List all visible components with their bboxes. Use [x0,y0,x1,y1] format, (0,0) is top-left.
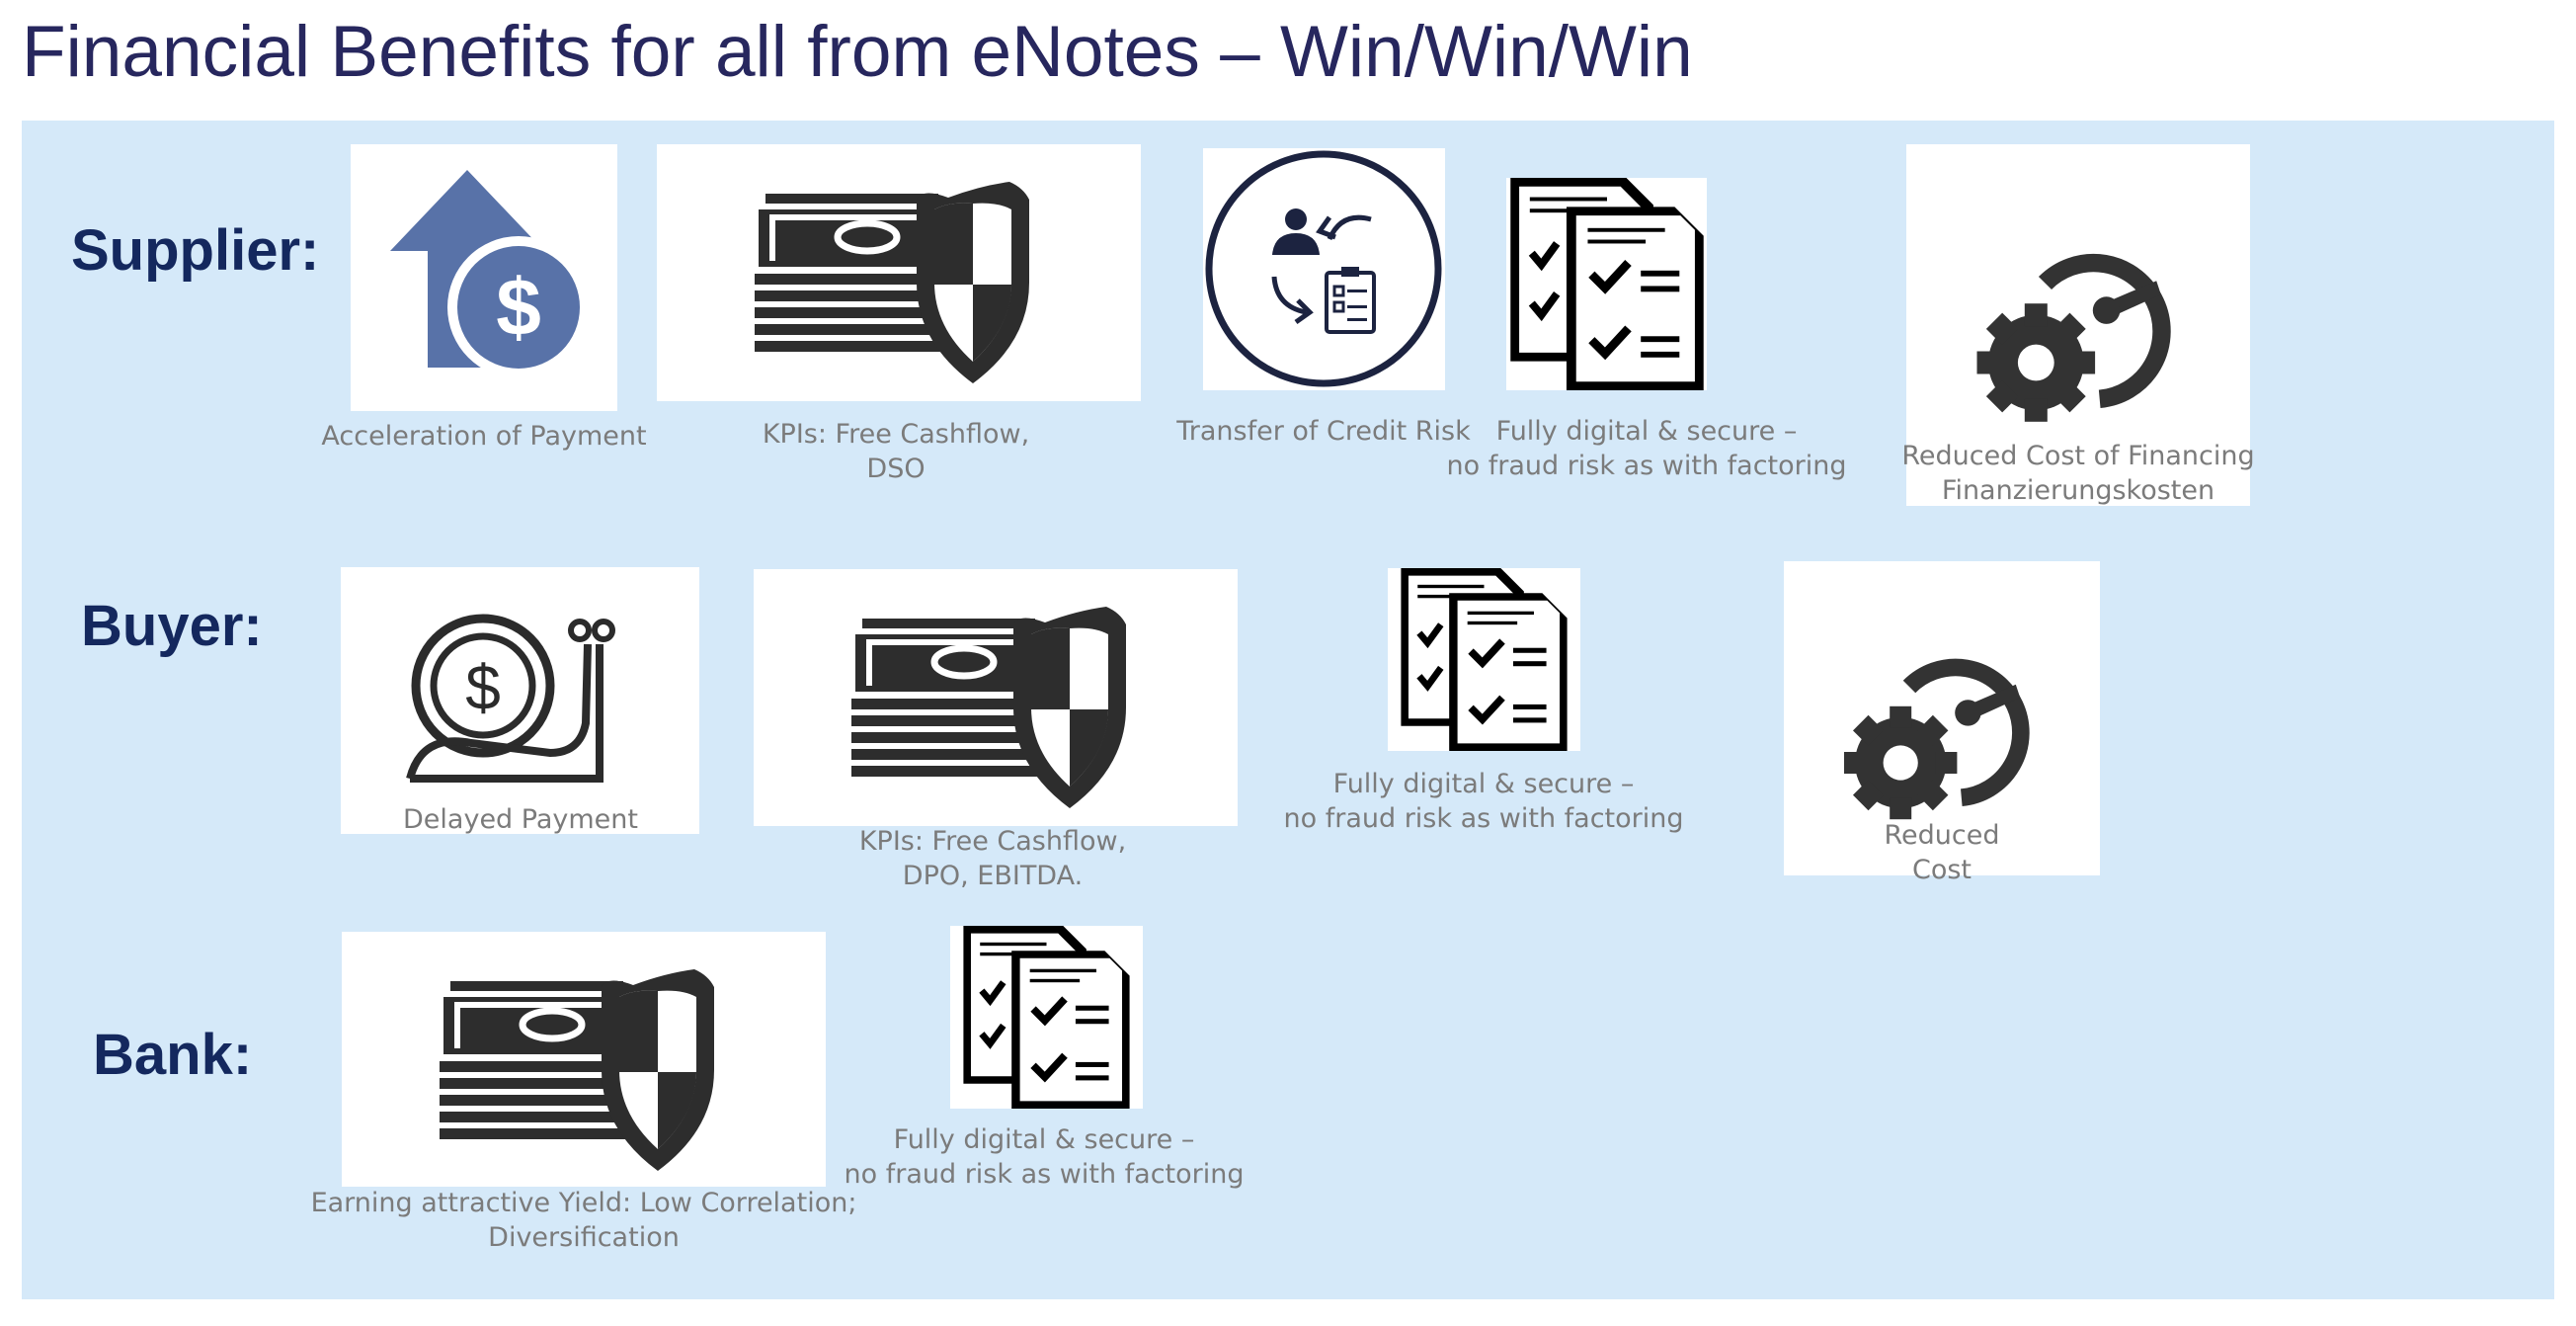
tile-fully-digital-buyer [1388,568,1580,751]
row-label-buyer: Buyer: [81,594,263,658]
svg-text:$: $ [496,263,541,353]
caption-delayed-payment: Delayed Payment [403,804,638,835]
svg-text:$: $ [465,652,501,723]
tile-reduced-cost-of-financing [1906,144,2250,506]
tile-kpis-supplier [657,144,1141,401]
cash-shield-icon [847,599,1144,816]
checked-documents-icon [1388,568,1580,751]
row-label-supplier: Supplier: [71,218,320,283]
tile-transfer-of-credit-risk [1203,148,1445,390]
caption-reduced-cost-of-financing: Reduced Cost of Financing Finanzierungsk… [1901,441,2255,506]
tile-fully-digital-supplier [1506,178,1707,390]
tile-fully-digital-bank [950,926,1143,1109]
caption-fully-digital-bank: Fully digital & secure – no fraud risk a… [844,1124,1245,1190]
snail-coin-icon: $ [406,614,615,783]
caption-kpis-supplier: KPIs: Free Cashflow, DSO [762,419,1030,484]
caption-earning-yield: Earning attractive Yield: Low Correlatio… [310,1188,857,1253]
row-label-bank: Bank: [93,1023,253,1087]
caption-transfer-of-credit-risk: Transfer of Credit Risk [1176,416,1471,447]
payment-acceleration-icon: $ [390,170,590,378]
tile-acceleration-of-payment: $ [351,144,617,411]
credit-risk-transfer-icon [1205,150,1442,387]
gear-gauge-icon [1966,204,2193,431]
caption-kpis-buyer: KPIs: Free Cashflow, DPO, EBITDA. [858,826,1127,891]
tile-earning-yield [342,932,826,1187]
checked-documents-icon [950,926,1143,1109]
checked-documents-icon [1508,178,1706,390]
cash-shield-icon [751,174,1047,391]
cash-shield-icon [436,961,732,1179]
page-title: Financial Benefits for all from eNotes –… [22,12,1693,92]
tile-kpis-buyer [754,569,1238,826]
tile-reduced-cost [1784,561,2100,875]
caption-fully-digital-buyer: Fully digital & secure – no fraud risk a… [1283,769,1684,834]
caption-fully-digital-supplier: Fully digital & secure – no fraud risk a… [1446,416,1847,481]
gear-gauge-icon [1833,611,2051,828]
tile-delayed-payment: $ [341,567,699,834]
caption-reduced-cost: Reduced Cost [1884,820,2000,885]
caption-acceleration-of-payment: Acceleration of Payment [321,421,647,452]
